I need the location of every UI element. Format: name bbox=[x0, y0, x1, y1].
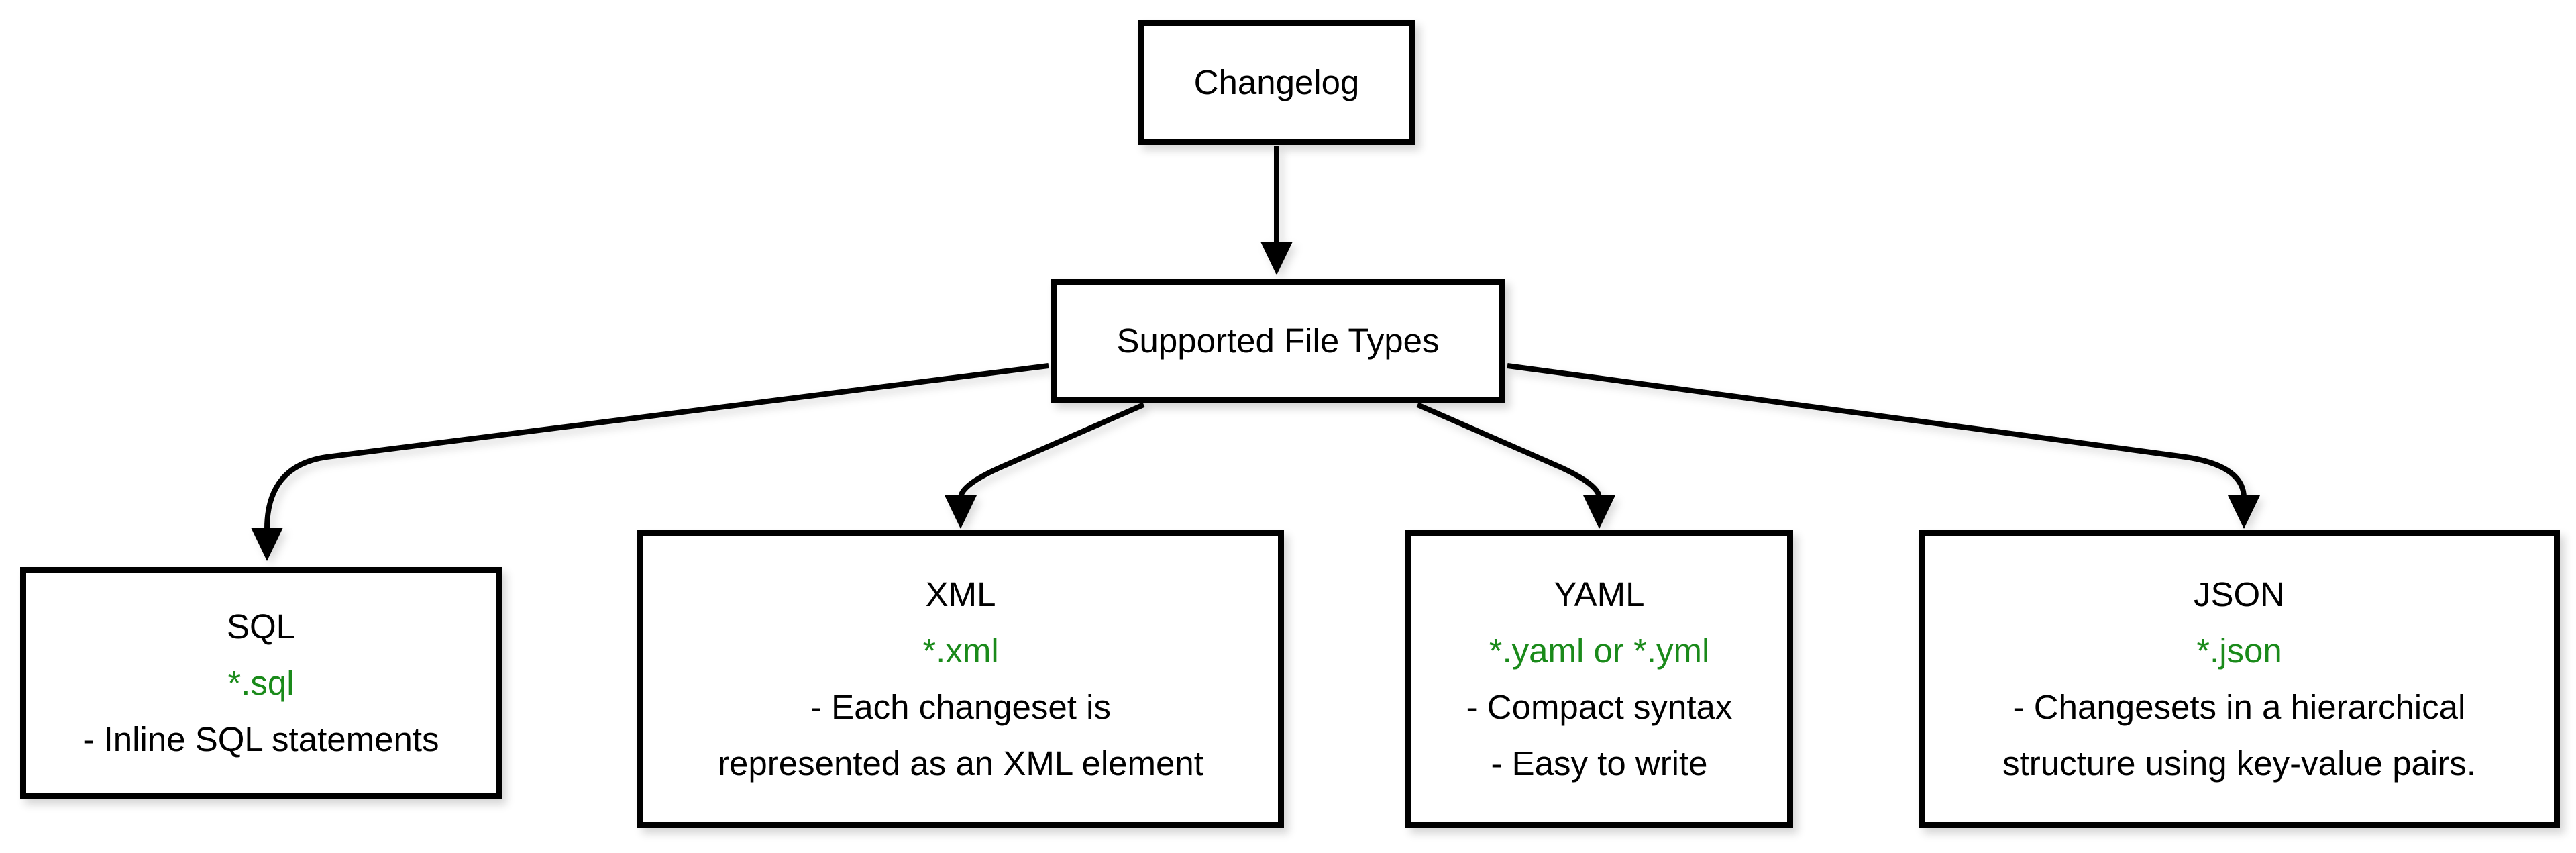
node-xml-description-line-1: - Each changeset is bbox=[810, 688, 1111, 726]
node-xml-description-line-2: represented as an XML element bbox=[718, 744, 1203, 783]
node-changelog-label: Changelog bbox=[1193, 63, 1360, 101]
node-sql-title: SQL bbox=[226, 607, 296, 646]
node-yaml-title: YAML bbox=[1554, 575, 1645, 613]
node-json-extension: *.json bbox=[2196, 632, 2282, 670]
node-supported-file-types-label: Supported File Types bbox=[1116, 321, 1440, 360]
node-changelog: Changelog bbox=[1138, 20, 1415, 145]
node-yaml-description-line-2: - Easy to write bbox=[1491, 744, 1708, 783]
arrowhead-supported-icon bbox=[1260, 242, 1293, 275]
node-xml: XML *.xml - Each changeset is represente… bbox=[637, 530, 1284, 828]
node-json-title: JSON bbox=[2193, 575, 2286, 613]
node-yaml-extension: *.yaml or *.yml bbox=[1489, 632, 1710, 670]
node-yaml-description-line-1: - Compact syntax bbox=[1466, 688, 1733, 726]
node-sql-extension: *.sql bbox=[227, 664, 294, 702]
arrowhead-yaml-icon bbox=[1583, 495, 1615, 529]
arrow-supported-to-yaml bbox=[1416, 402, 1602, 499]
node-xml-extension: *.xml bbox=[922, 632, 999, 670]
node-json: JSON *.json - Changesets in a hierarchic… bbox=[1919, 530, 2560, 828]
arrow-supported-to-xml bbox=[958, 402, 1145, 499]
node-yaml: YAML *.yaml or *.yml - Compact syntax - … bbox=[1405, 530, 1793, 828]
node-supported-file-types: Supported File Types bbox=[1051, 279, 1505, 403]
arrowhead-xml-icon bbox=[945, 495, 977, 529]
arrow-supported-to-json bbox=[1507, 363, 2247, 499]
arrowhead-json-icon bbox=[2228, 495, 2260, 529]
node-json-description-line-2: structure using key-value pairs. bbox=[2002, 744, 2476, 783]
node-xml-title: XML bbox=[925, 575, 996, 613]
node-sql-description: - Inline SQL statements bbox=[83, 720, 439, 758]
node-sql: SQL *.sql - Inline SQL statements bbox=[20, 567, 502, 799]
node-json-description-line-1: - Changesets in a hierarchical bbox=[2012, 688, 2466, 726]
arrow-supported-to-sql bbox=[264, 363, 1049, 530]
arrowhead-sql-icon bbox=[251, 528, 283, 561]
